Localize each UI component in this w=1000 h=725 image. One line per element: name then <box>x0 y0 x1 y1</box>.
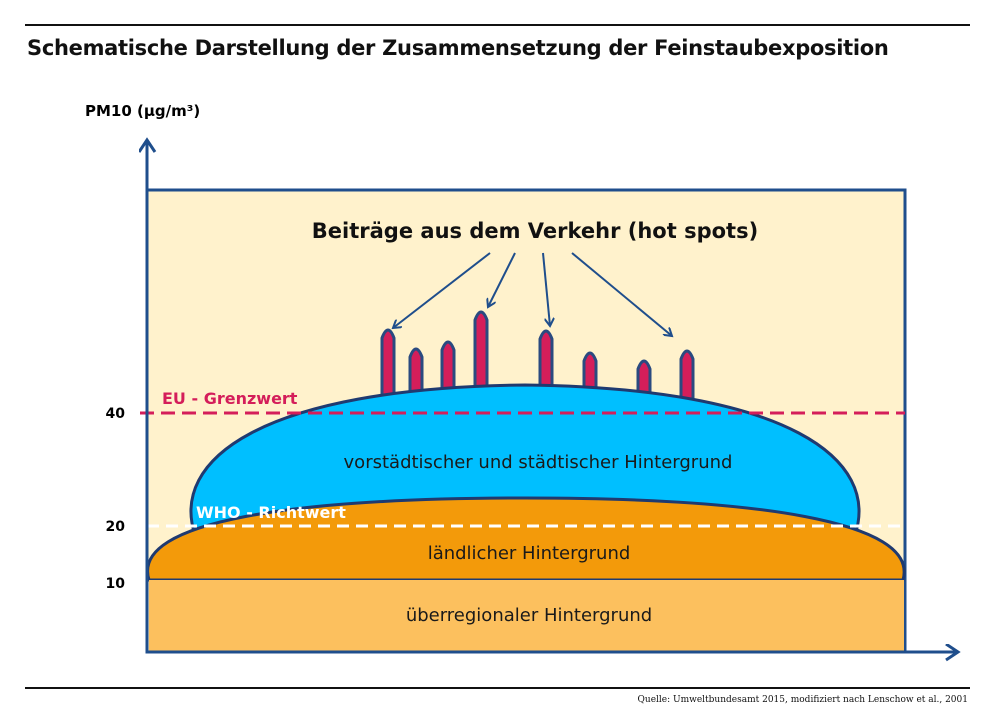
eu-limit-label: EU - Grenzwert <box>162 389 298 408</box>
bottom-rule <box>25 687 970 689</box>
y-axis-label: PM10 (µg/m³) <box>85 102 200 120</box>
traffic-arrows <box>393 252 672 336</box>
who-guideline-label: WHO - Richtwert <box>196 503 346 522</box>
arrow <box>571 252 672 336</box>
source-note: Quelle: Umweltbundesamt 2015, modifizier… <box>637 695 968 705</box>
arrow <box>542 252 550 326</box>
arrow <box>393 252 491 328</box>
top-rule <box>25 24 970 26</box>
traffic-label: Beiträge aus dem Verkehr (hot spots) <box>312 219 758 243</box>
urban-background-dome <box>189 383 861 537</box>
rural-label: ländlicher Hintergrund <box>428 543 631 564</box>
regional-label: überregionaler Hintergrund <box>406 605 652 626</box>
arrow <box>488 252 516 307</box>
rural-background-dome <box>146 496 906 582</box>
tick-20: 20 <box>106 519 126 535</box>
hot-spot-spike <box>679 349 695 412</box>
tick-40: 40 <box>106 406 126 422</box>
hot-spot-spikes <box>380 310 695 412</box>
hot-spot-spike <box>380 328 396 412</box>
page-title: Schematische Darstellung der Zusammenset… <box>27 36 889 60</box>
urban-label: vorstädtischer und städtischer Hintergru… <box>344 452 733 473</box>
tick-10: 10 <box>106 576 126 592</box>
regional-background-band <box>149 580 904 651</box>
